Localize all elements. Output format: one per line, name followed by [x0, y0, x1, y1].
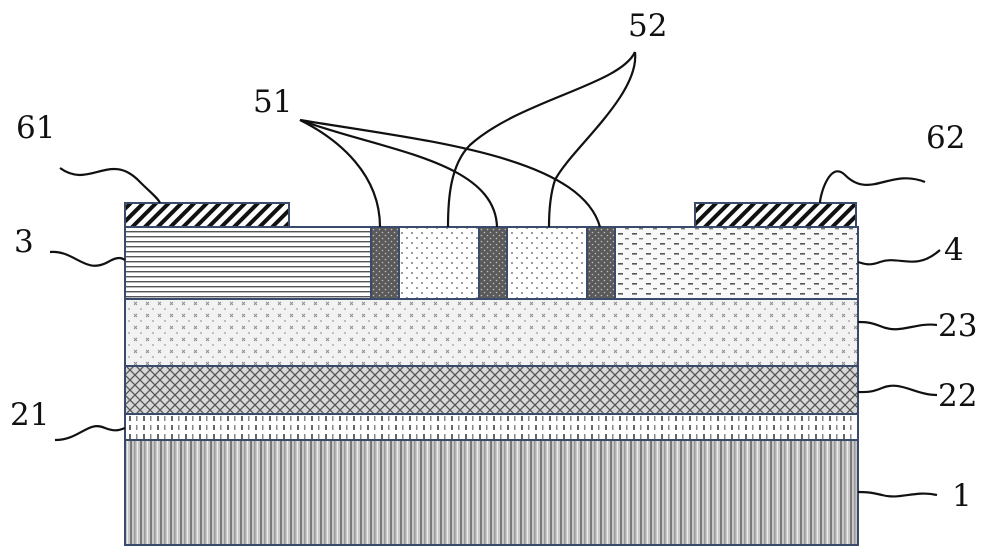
leader-21	[55, 426, 125, 440]
label-22: 22	[938, 378, 977, 414]
barrier-51-a	[371, 227, 399, 299]
label-51: 51	[253, 84, 292, 120]
leader-22	[858, 386, 937, 395]
leader-62	[820, 171, 925, 203]
label-1: 1	[952, 478, 972, 514]
label-21: 21	[10, 397, 49, 433]
label-4: 4	[944, 232, 964, 268]
leader-51-c	[300, 120, 600, 227]
leader-52-a	[448, 52, 635, 227]
label-62: 62	[926, 120, 965, 156]
leader-52-b	[549, 52, 635, 227]
electrode-62	[695, 203, 856, 227]
leader-1	[858, 492, 937, 496]
layer-22	[125, 366, 858, 414]
leader-23	[858, 322, 937, 329]
region-3	[125, 227, 371, 299]
well-52-a	[399, 227, 479, 299]
well-52-b	[507, 227, 587, 299]
layer-23	[125, 299, 858, 366]
barrier-51-b	[479, 227, 507, 299]
leader-3	[50, 252, 125, 266]
label-61: 61	[16, 110, 55, 146]
barrier-51-c	[587, 227, 615, 299]
leader-51-a	[300, 120, 380, 227]
layer-21	[125, 414, 858, 440]
region-4	[615, 227, 858, 299]
leader-4	[858, 250, 940, 264]
substrate-layer	[125, 440, 858, 545]
label-52: 52	[628, 8, 667, 44]
label-3: 3	[14, 224, 34, 260]
leader-61	[60, 168, 160, 203]
electrode-61	[125, 203, 289, 227]
label-23: 23	[938, 308, 977, 344]
